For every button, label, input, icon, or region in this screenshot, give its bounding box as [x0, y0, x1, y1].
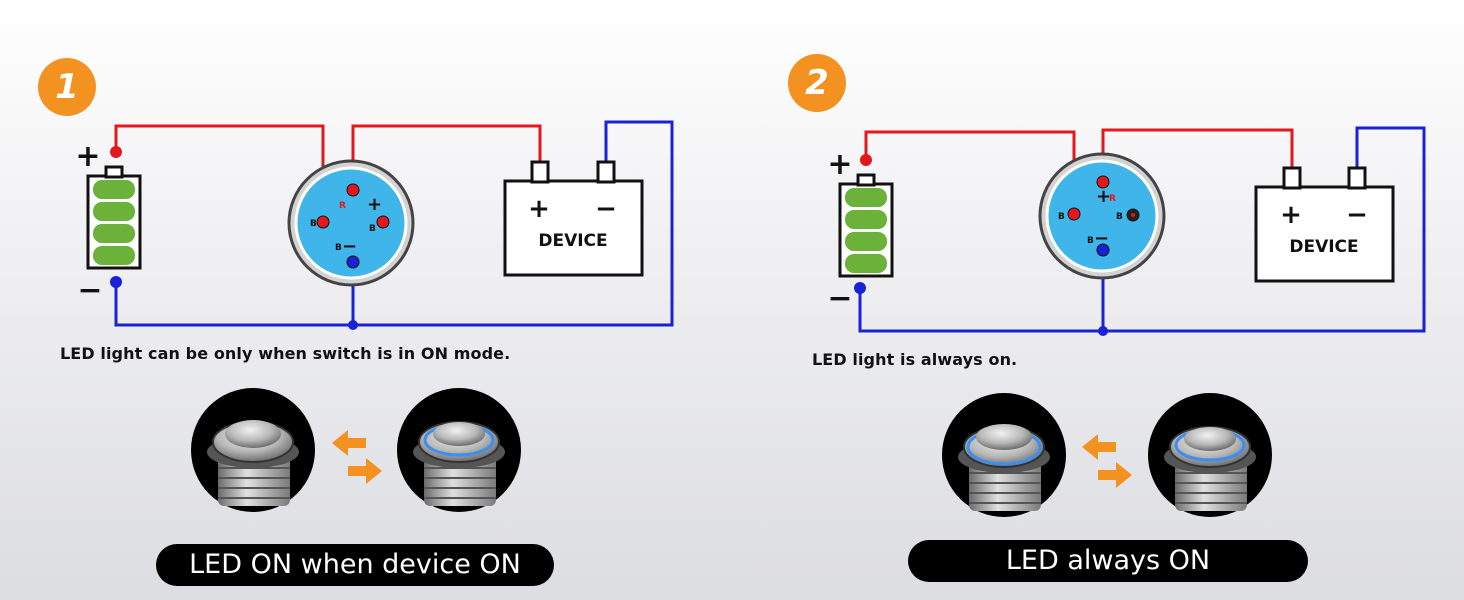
svg-text:+: +: [367, 194, 382, 215]
battery-icon: + −: [827, 147, 894, 316]
wire-battery-neg: [114, 120, 674, 327]
pin-label-b-bottom: B: [335, 243, 342, 253]
panel-1: 1 + −: [38, 58, 674, 586]
device-icon: + − DEVICE: [1254, 166, 1395, 283]
circuit-diagram-2: + − + − R B B B + − DEVICE: [827, 126, 1426, 336]
button-states-1: [191, 388, 521, 512]
step-badge-2: 2: [788, 54, 846, 112]
device-plus-sign: +: [528, 194, 550, 224]
pin-label-r: R: [339, 201, 346, 211]
panel-2: 2 + −: [732, 0, 1464, 600]
device-plus-sign: +: [1280, 200, 1302, 230]
pin-label-b-bottom: B: [1087, 236, 1094, 246]
battery-plus-sign: +: [827, 147, 852, 182]
pin-label-b-right: B: [369, 224, 376, 234]
battery-icon: + −: [75, 139, 142, 308]
push-button-photo-off: [191, 388, 315, 512]
junction-dot: [1098, 326, 1108, 336]
swap-arrows-icon: [332, 430, 382, 484]
swap-arrows-icon: [1082, 434, 1132, 488]
pin-label-b-right: B: [1116, 212, 1123, 222]
pin-label-b-left: B: [1058, 212, 1065, 222]
device-label: DEVICE: [1289, 237, 1358, 257]
pin-label-b-left: B: [310, 219, 317, 229]
button-states-2: [942, 393, 1272, 517]
circuit-diagram-1: + − + − R B B B + − DEVICE: [75, 120, 674, 330]
circuit-caption-1: LED light can be only when switch is in …: [60, 344, 511, 363]
switch-diagram-icon: + − R B B B: [287, 159, 415, 287]
junction-dot: [348, 320, 358, 330]
battery-minus-sign: −: [827, 281, 852, 316]
svg-text:−: −: [342, 236, 357, 257]
button-label-pill-1: LED ON when device ON: [156, 544, 554, 586]
pin-label-r: R: [1109, 194, 1116, 204]
circuit-caption-2: LED light is always on.: [812, 350, 1018, 369]
wire-battery-neg: [858, 126, 1426, 333]
svg-text:+: +: [1096, 186, 1111, 207]
device-icon: + − DEVICE: [503, 160, 644, 277]
device-label: DEVICE: [538, 231, 607, 251]
button-label-pill-2: LED always ON: [908, 540, 1308, 582]
push-button-photo-lit-a: [942, 393, 1066, 517]
switch-diagram-icon: + − R B B B: [1038, 152, 1166, 280]
battery-minus-sign: −: [77, 273, 102, 308]
step-badge-1: 1: [38, 58, 96, 116]
device-minus-sign: −: [595, 194, 617, 224]
svg-text:−: −: [1094, 228, 1109, 249]
battery-plus-sign: +: [75, 139, 100, 174]
device-minus-sign: −: [1346, 200, 1368, 230]
push-button-photo-on: [397, 388, 521, 512]
push-button-photo-lit-b: [1148, 393, 1272, 517]
wire-switch-to-device: [351, 124, 542, 190]
